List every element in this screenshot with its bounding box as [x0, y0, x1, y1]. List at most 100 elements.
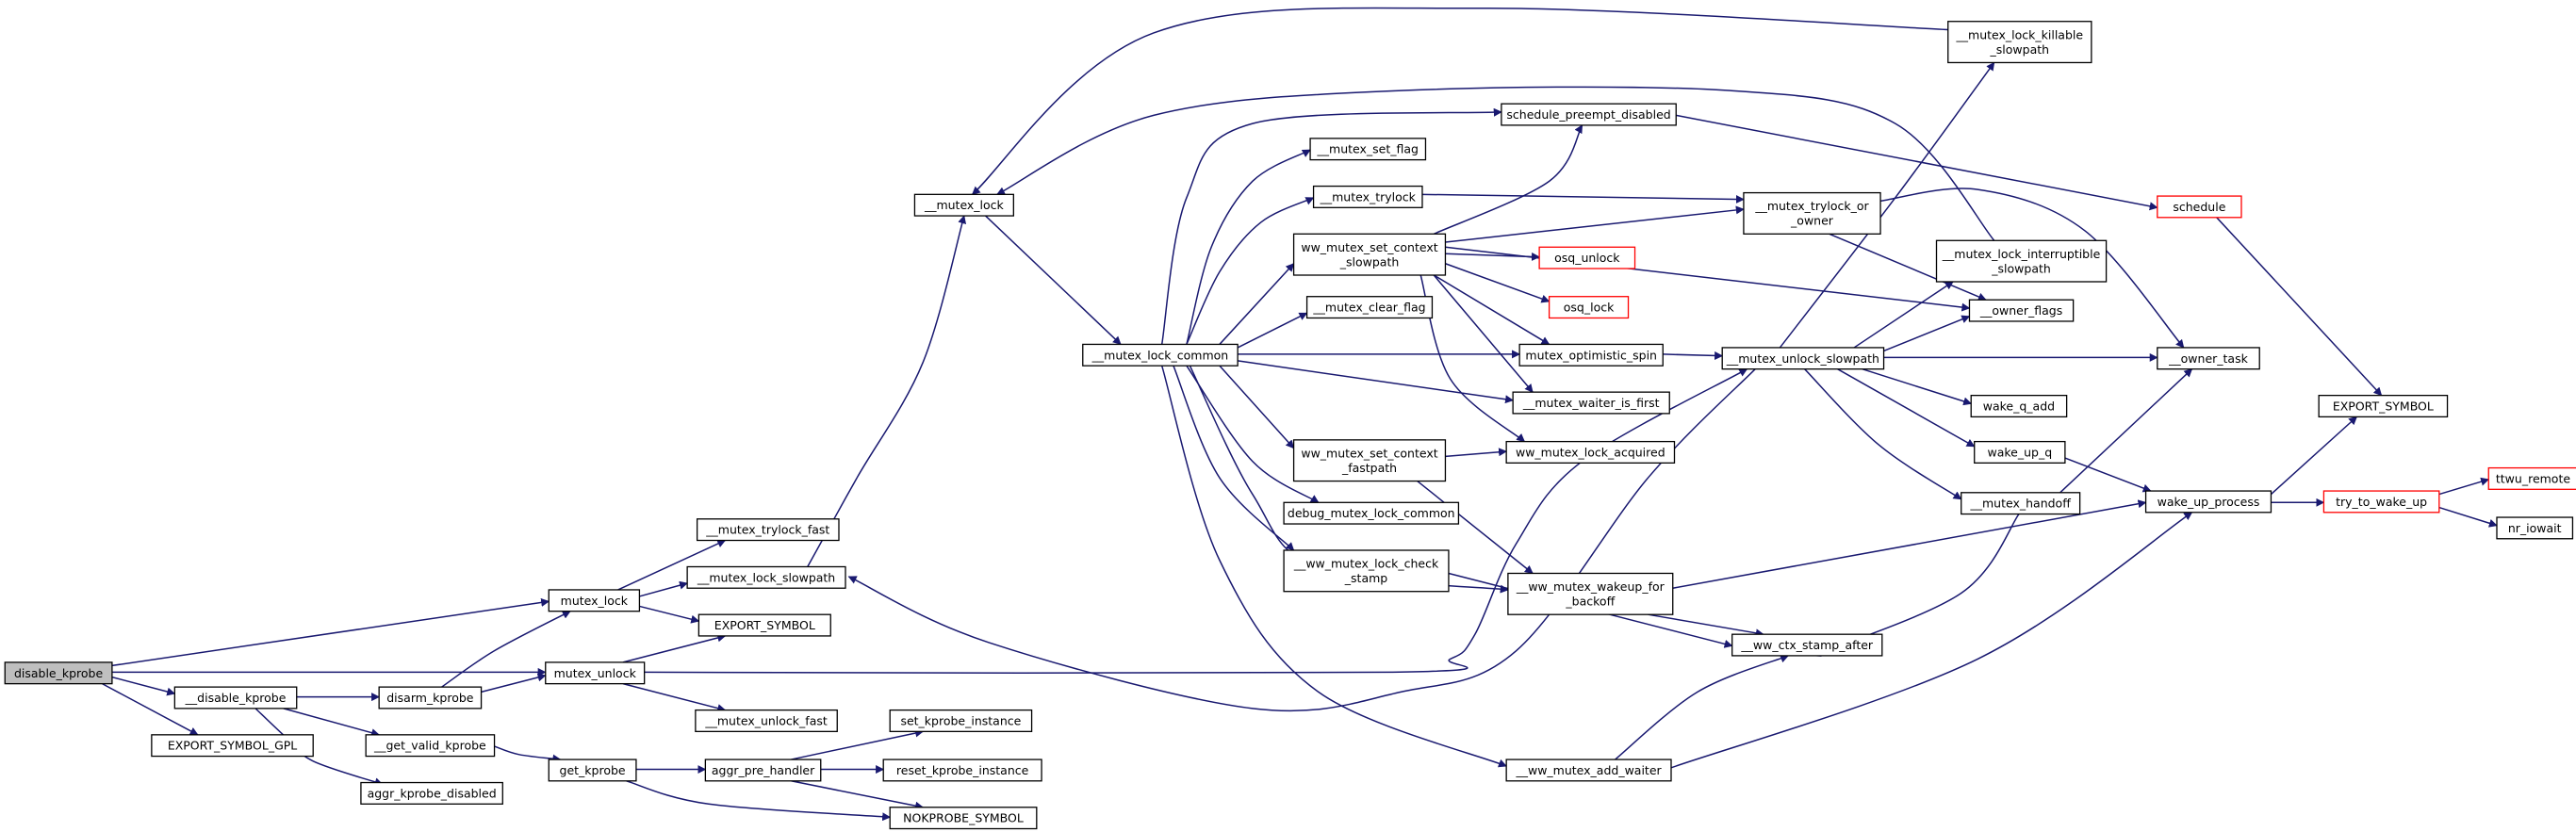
node-label: EXPORT_SYMBOL_GPL [168, 739, 297, 753]
node-get-valid-kprobe[interactable]: __get_valid_kprobe [365, 734, 496, 758]
edge-try-to-wake-up-to-nr-iowait [2438, 506, 2498, 528]
node-ww-mutex-lock-acquired[interactable]: ww_mutex_lock_acquired [1505, 440, 1676, 464]
node-label: __mutex_lock_killable [1956, 27, 2084, 41]
node-ww-mutex-wakeup-for-backoff[interactable]: __ww_mutex_wakeup_for_backoff [1507, 572, 1674, 615]
node-mutex-unlock[interactable]: mutex_unlock [545, 661, 646, 685]
edge-mutex-trylock-or-owner-to-owner-task [1879, 188, 2185, 349]
node-export-symbol-1[interactable]: EXPORT_SYMBOL [697, 613, 831, 637]
node-mutex-set-flag[interactable]: __mutex_set_flag [1309, 138, 1427, 161]
edge-schedule-preempt-disabled-to-schedule [1676, 114, 2158, 211]
node-label: EXPORT_SYMBOL [2333, 400, 2434, 414]
node-label: __mutex_lock_interruptible [1942, 247, 2101, 261]
node-label: ww_mutex_set_context [1301, 446, 1437, 460]
node-aggr-pre-handler[interactable]: aggr_pre_handler [704, 759, 822, 782]
node-nr-iowait[interactable]: nr_iowait [2496, 516, 2574, 540]
node-mutex-handoff[interactable]: __mutex_handoff [1961, 492, 2081, 515]
node-label: __ww_mutex_wakeup_for [1516, 579, 1665, 594]
edge-ww-mutex-set-context-slowpath-to-mutex-optimistic-spin [1433, 274, 1551, 346]
node-label: __mutex_unlock_slowpath [1726, 351, 1879, 366]
node-label: _slowpath [1339, 254, 1400, 269]
edge-mutex-lock-to-mutex-trylock-fast [617, 539, 727, 591]
node-label: __mutex_lock_slowpath [697, 570, 835, 584]
node-label: reset_kprobe_instance [896, 763, 1029, 777]
node-label: __mutex_lock_common [1091, 348, 1229, 362]
node-disable-kprobe[interactable]: disable_kprobe [4, 661, 113, 685]
edge-mutex-lock-killable-slowpath-to-mutex-lock [971, 7, 1948, 195]
edge-disable-kprobe-to-mutex-lock [111, 597, 550, 667]
node-owner-flags[interactable]: __owner_flags [1968, 299, 2075, 322]
node-label: ww_mutex_lock_acquired [1516, 445, 1665, 459]
node-mutex-waiter-is-first[interactable]: __mutex_waiter_is_first [1512, 391, 1670, 415]
node-label: wake_up_q [1987, 445, 2052, 459]
node-ww-mutex-set-context-fastpath[interactable]: ww_mutex_set_context_fastpath [1292, 439, 1447, 482]
node-mutex-lock[interactable]: mutex_lock [548, 589, 641, 612]
edge-mutex-trylock-or-owner-to-owner-flags [1829, 233, 1987, 302]
node-export-symbol-2[interactable]: EXPORT_SYMBOL [2318, 394, 2449, 418]
node-disable-kprobe[interactable]: __disable_kprobe [173, 686, 298, 710]
node-get-kprobe[interactable]: get_kprobe [548, 759, 637, 782]
node-wake-q-add[interactable]: wake_q_add [1970, 394, 2068, 418]
node-mutex-lock-common[interactable]: __mutex_lock_common [1082, 343, 1239, 367]
node-box [697, 613, 831, 637]
node-label: nr_iowait [2508, 521, 2562, 535]
node-export-symbol-gpl[interactable]: EXPORT_SYMBOL_GPL [151, 734, 314, 758]
node-try-to-wake-up[interactable]: try_to_wake_up [2322, 490, 2440, 514]
node-mutex-trylock-or-owner[interactable]: __mutex_trylock_or_owner [1743, 191, 1881, 235]
node-mutex-unlock-fast[interactable]: __mutex_unlock_fast [695, 709, 838, 732]
node-mutex-lock-slowpath[interactable]: __mutex_lock_slowpath [686, 565, 846, 589]
node-mutex-unlock-slowpath[interactable]: __mutex_unlock_slowpath [1721, 347, 1885, 370]
node-schedule-preempt-disabled[interactable]: schedule_preempt_disabled [1501, 103, 1677, 126]
node-box [1731, 633, 1883, 657]
node-wake-up-q[interactable]: wake_up_q [1974, 440, 2066, 464]
edge-mutex-lock-common-to-ww-mutex-add-waiter [1160, 365, 1507, 768]
node-label: NOKPROBE_SYMBOL [903, 811, 1024, 825]
edge-ww-mutex-set-context-slowpath-to-owner-flags [1445, 246, 1971, 312]
node-ww-ctx-stamp-after[interactable]: __ww_ctx_stamp_after [1731, 633, 1883, 657]
node-mutex-trylock[interactable]: __mutex_trylock [1312, 185, 1423, 208]
node-set-kprobe-instance[interactable]: set_kprobe_instance [889, 709, 1033, 732]
node-disarm-kprobe[interactable]: disarm_kprobe [378, 686, 483, 710]
node-label: _stamp [1344, 571, 1388, 585]
node-mutex-clear-flag[interactable]: __mutex_clear_flag [1305, 296, 1434, 319]
node-osq-unlock[interactable]: osq_unlock [1538, 246, 1636, 269]
node-box [1548, 296, 1630, 319]
node-mutex-lock-interruptible-slowpath[interactable]: __mutex_lock_interruptible_slowpath [1935, 239, 2108, 283]
node-osq-lock[interactable]: osq_lock [1548, 296, 1630, 319]
node-box [365, 734, 496, 758]
node-box [1947, 21, 2092, 64]
node-box [1283, 501, 1460, 525]
node-box [2487, 466, 2576, 490]
node-box [548, 589, 641, 612]
node-box [1505, 759, 1672, 782]
node-ww-mutex-add-waiter[interactable]: __ww_mutex_add_waiter [1505, 759, 1672, 782]
node-label: __get_valid_kprobe [373, 739, 486, 753]
node-ttwu-remote[interactable]: ttwu_remote [2487, 466, 2576, 490]
node-ww-mutex-set-context-slowpath[interactable]: ww_mutex_set_context_slowpath [1292, 233, 1447, 276]
node-wake-up-process[interactable]: wake_up_process [2144, 490, 2272, 514]
node-mutex-optimistic-spin[interactable]: mutex_optimistic_spin [1518, 343, 1664, 367]
node-label: aggr_pre_handler [712, 763, 815, 777]
edges [102, 7, 2498, 822]
edge-mutex-lock-slowpath-to-mutex-lock [807, 215, 967, 567]
node-reset-kprobe-instance[interactable]: reset_kprobe_instance [882, 759, 1042, 782]
node-mutex-lock[interactable]: __mutex_lock [913, 193, 1014, 217]
node-box [1968, 299, 2075, 322]
node-nokprobe-symbol[interactable]: NOKPROBE_SYMBOL [889, 807, 1038, 830]
node-label: debug_mutex_lock_common [1288, 506, 1455, 520]
node-mutex-trylock-fast[interactable]: __mutex_trylock_fast [696, 518, 840, 542]
edge-mutex-unlock-to-mutex-unlock-fast [622, 682, 727, 712]
edge-get-valid-kprobe-to-get-kprobe [494, 745, 562, 763]
node-label: __ww_ctx_stamp_after [1740, 638, 1873, 652]
node-box [1538, 246, 1636, 269]
node-mutex-lock-killable-slowpath[interactable]: __mutex_lock_killable_slowpath [1947, 21, 2092, 64]
node-box [360, 781, 503, 805]
node-owner-task[interactable]: __owner_task [2157, 347, 2260, 370]
node-label: get_kprobe [560, 763, 626, 777]
edge-mutex-lock-to-mutex-lock-common [985, 215, 1122, 346]
edge-mutex-lock-to-export-symbol-1 [639, 605, 700, 624]
node-debug-mutex-lock-common[interactable]: debug_mutex_lock_common [1283, 501, 1460, 525]
node-schedule[interactable]: schedule [2157, 195, 2242, 219]
node-ww-mutex-lock-check-stamp[interactable]: __ww_mutex_lock_check_stamp [1283, 549, 1450, 593]
node-box [1082, 343, 1239, 367]
node-aggr-kprobe-disabled[interactable]: aggr_kprobe_disabled [360, 781, 503, 805]
